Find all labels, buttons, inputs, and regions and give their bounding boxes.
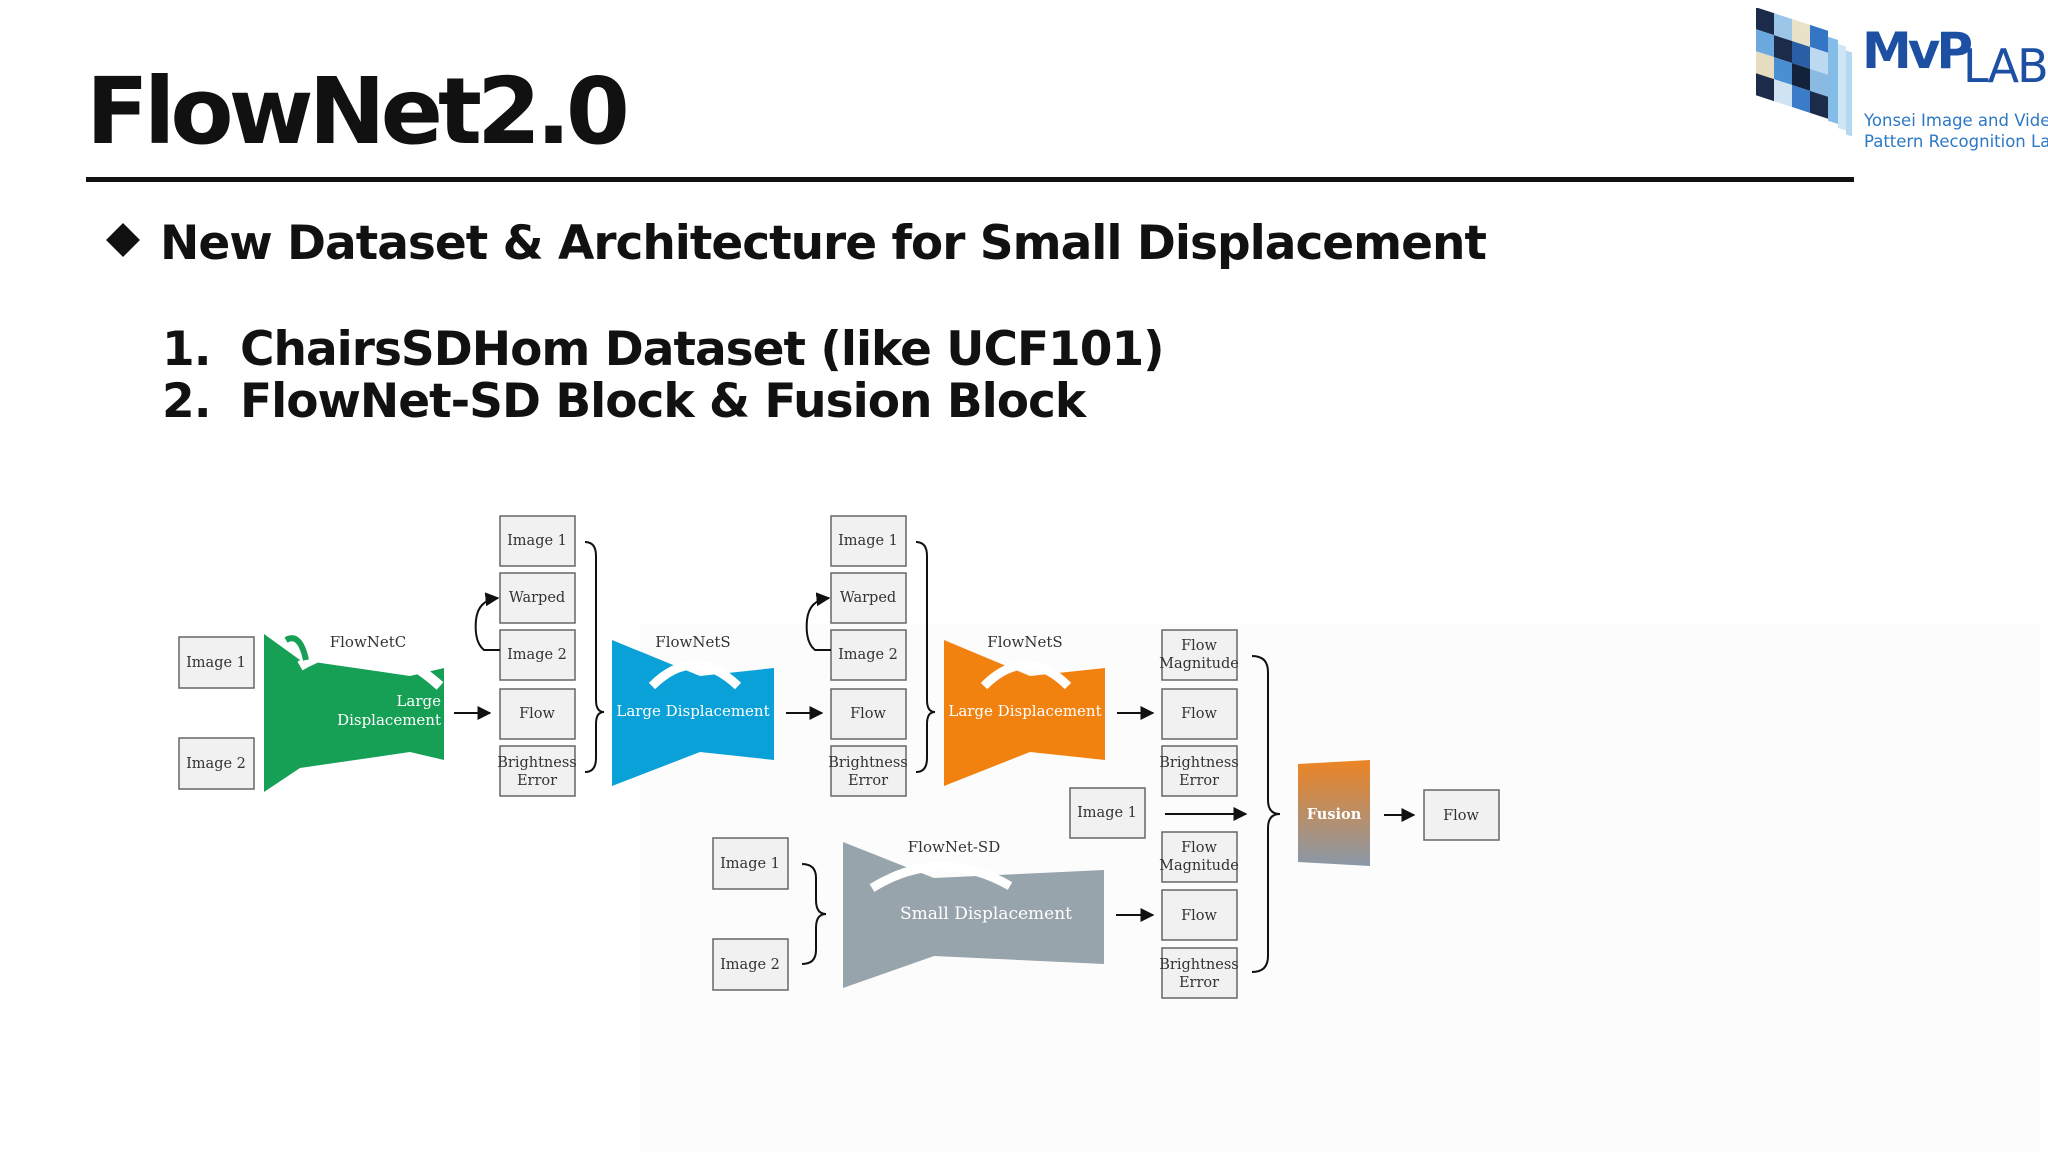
top-brightness-box [1161,745,1238,797]
warp-loop-arrow-2 [805,592,831,651]
s2-warped-label: Warped [840,590,896,606]
flownets-block-2: FlowNetS Large Displacement [944,633,1105,786]
s1-flow-label: Flow [519,706,555,722]
flownetc-block: FlowNetC Large Displacement [264,633,444,792]
bottom-flow-box [1161,889,1238,941]
title-divider [86,177,1854,182]
s2-image2-box [830,629,907,681]
brace-sd-inputs [801,863,827,965]
top-brightness-label-2: Error [1179,773,1219,789]
bottom-flow-label: Flow [1181,908,1217,924]
s1-brightness-box [499,745,576,797]
s2-flow-label: Flow [850,706,886,722]
flownetc-name: FlowNetC [330,633,407,651]
bottom-brightness-label-1: Brightness [1159,957,1238,973]
sd-image2-label: Image 2 [720,957,780,973]
top-magnitude-box [1161,629,1238,681]
top-flow-label: Flow [1181,706,1217,722]
bottom-magnitude-box [1161,831,1238,883]
top-magnitude-label-1: Flow [1181,638,1217,654]
s2-image1-box [830,515,907,567]
sd-image2-box [712,938,789,991]
bottom-brightness-label-2: Error [1179,975,1219,991]
flownets2-name: FlowNetS [987,633,1062,651]
list-number: 2. [162,374,212,429]
logo-subtitle-line1: Yonsei Image and Video [1864,111,2048,130]
input-image2-box [178,737,255,790]
list-text: ChairsSDHom Dataset (like UCF101) [240,322,1165,377]
s2-image1-label: Image 1 [838,533,898,549]
list-item: 2. FlowNet-SD Block & Fusion Block [162,376,1164,428]
logo-wordmark: MvPLAB [1862,26,2048,89]
flownetsd-block: FlowNet-SD Small Displacement [843,838,1104,988]
top-magnitude-label-2: Magnitude [1159,656,1239,672]
flownetc-label-1: Large [396,692,441,710]
s2-flow-box [830,688,907,740]
logo-mvp-text: MvP [1862,22,1973,80]
list-text: FlowNet-SD Block & Fusion Block [240,374,1086,429]
s1-flow-box [499,688,576,740]
mvp-lab-logo: MvPLAB Yonsei Image and Video Pattern Re… [1752,8,2048,178]
input-image1-box [178,636,255,689]
fusion-block: Fusion [1298,760,1370,866]
flownetsd-label: Small Displacement [900,904,1072,924]
s1-brightness-label-2: Error [517,773,557,789]
s1-warped-label: Warped [509,590,565,606]
list-item: 1. ChairsSDHom Dataset (like UCF101) [162,322,1165,377]
bottom-magnitude-label-2: Magnitude [1159,858,1239,874]
flownetc-label-2: Displacement [337,711,441,729]
s2-warped-box [830,572,907,624]
input-image1-label: Image 1 [186,655,246,671]
final-flow-label: Flow [1443,808,1479,824]
section-heading: New Dataset & Architecture for Small Dis… [160,216,1487,271]
warp-loop-arrow-1 [474,592,500,651]
brace-stage2 [915,541,936,773]
s2-brightness-label-1: Brightness [828,755,907,771]
fusion-image1-box [1069,787,1146,839]
s1-image2-label: Image 2 [507,647,567,663]
top-brightness-label-1: Brightness [1159,755,1238,771]
logo-lab-text: LAB [1963,39,2048,93]
s1-brightness-label-1: Brightness [497,755,576,771]
brace-stage1 [584,541,605,773]
list-number: 1. [162,322,212,377]
fusion-label: Fusion [1307,806,1362,823]
top-flow-box [1161,688,1238,740]
logo-mosaic-icon [1756,8,1852,137]
bottom-magnitude-label-1: Flow [1181,840,1217,856]
s2-image2-label: Image 2 [838,647,898,663]
sd-image1-label: Image 1 [720,856,780,872]
logo-subtitle-line2: Pattern Recognition Lab [1864,132,2048,151]
bottom-brightness-box [1161,947,1238,999]
fusion-image1-label: Image 1 [1077,805,1137,821]
flownets1-label: Large Displacement [616,702,769,720]
s1-warped-box [499,572,576,624]
s2-brightness-box [830,745,907,797]
flownetsd-name: FlowNet-SD [908,838,1000,856]
s2-brightness-label-2: Error [848,773,888,789]
flownets1-name: FlowNetS [655,633,730,651]
brace-fusion-inputs [1251,655,1281,973]
numbered-list: 1. ChairsSDHom Dataset (like UCF101) 2. … [162,322,1165,428]
final-flow-box [1423,789,1500,841]
flownets-block-1: FlowNetS Large Displacement [612,633,774,786]
input-image2-label: Image 2 [186,756,246,772]
s1-image1-box [499,515,576,567]
flownets2-label: Large Displacement [948,702,1101,720]
sd-image1-box [712,837,789,890]
slide-title: FlowNet2.0 [86,58,630,165]
s1-image2-box [499,629,576,681]
logo-subtitle: Yonsei Image and Video Pattern Recogniti… [1864,110,2048,152]
s1-image1-label: Image 1 [507,533,567,549]
